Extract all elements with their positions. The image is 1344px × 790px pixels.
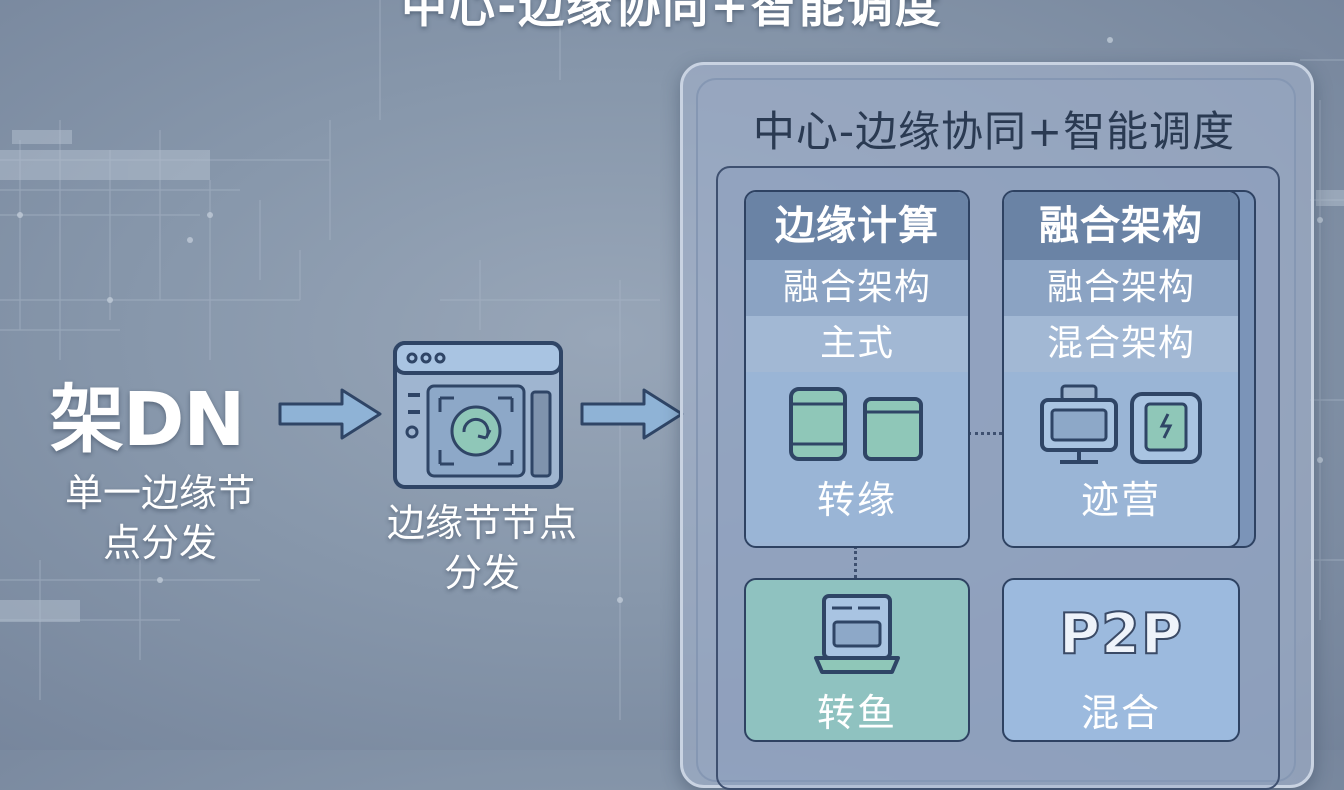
panel-title: 中心-边缘协同+智能调度 xyxy=(752,107,1236,156)
cdn-sub-label: 单一边缘节 点分发 xyxy=(30,468,290,568)
edge-node-label: 边缘节节点 分发 xyxy=(352,498,612,598)
card-p2p-title: P2P xyxy=(1058,601,1184,668)
device-panel-icon xyxy=(1130,392,1202,464)
server-rack-icon xyxy=(814,594,900,674)
edge-node-label-line2: 分发 xyxy=(443,551,520,595)
card-server-rack: 转鱼 xyxy=(744,578,970,742)
mobile-device-icon xyxy=(789,387,847,461)
card-edge-computing: 边缘计算 融合架构 主式 转缘 xyxy=(744,190,970,548)
connector-horizontal xyxy=(968,432,1002,435)
cdn-sub-line2: 点分发 xyxy=(102,521,217,565)
card-edge-computing-row1: 融合架构 xyxy=(746,260,968,316)
tablet-device-icon xyxy=(863,397,923,461)
card-p2p: P2P 混合 xyxy=(1002,578,1240,742)
card-edge-computing-title: 边缘计算 xyxy=(746,192,968,260)
cdn-sub-line1: 单一边缘节 xyxy=(64,471,255,515)
server-terminal-icon xyxy=(1040,384,1118,464)
arrow-right-icon xyxy=(278,388,382,440)
card-edge-computing-bottom-label: 转缘 xyxy=(816,478,897,522)
background-circuit-decoration xyxy=(0,0,1344,720)
connector-vertical xyxy=(854,546,857,578)
card-fusion-architecture: 融合架构 融合架构 混合架构 迹营 xyxy=(1002,190,1240,548)
card-fusion-body: 迹营 xyxy=(1004,372,1238,542)
cdn-label: 架DN xyxy=(50,377,245,463)
page-title-cutoff: 中心-边缘协同+智能调度 xyxy=(401,0,943,33)
card-p2p-label: 混合 xyxy=(1080,691,1161,735)
edge-node-label-line1: 边缘节节点 xyxy=(386,501,577,545)
card-fusion-row1: 融合架构 xyxy=(1004,260,1238,316)
edge-node-window-icon xyxy=(393,341,563,489)
card-fusion-title: 融合架构 xyxy=(1004,192,1238,260)
card-server-rack-label: 转鱼 xyxy=(816,691,897,735)
card-edge-computing-body: 转缘 xyxy=(746,372,968,542)
card-fusion-row2: 混合架构 xyxy=(1004,316,1238,372)
card-edge-computing-row2: 主式 xyxy=(746,316,968,372)
arrow-right-icon xyxy=(580,388,684,440)
card-fusion-bottom-label: 迹营 xyxy=(1080,478,1161,522)
